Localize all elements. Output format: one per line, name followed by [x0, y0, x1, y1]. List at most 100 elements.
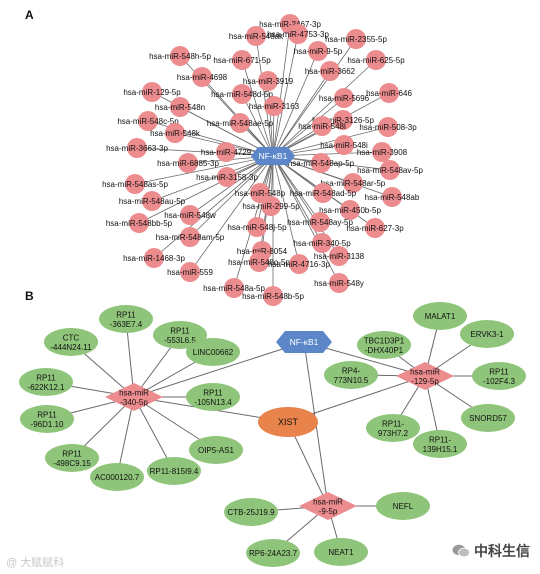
lncrna-ellipse-shape	[376, 492, 430, 520]
mirna-node[interactable]: hsa-miR-1468-3p	[123, 248, 185, 268]
mirna-node[interactable]: hsa-miR-548ar-5p	[321, 173, 386, 193]
node-label: RP11	[170, 326, 190, 335]
node-ac0001[interactable]: AC000120.7	[90, 463, 144, 491]
node-label: -340-5p	[120, 398, 148, 407]
mirna-node[interactable]: hsa-miR-4698	[177, 67, 228, 87]
mirna-node[interactable]: hsa-miR-548as-5p	[102, 174, 168, 194]
mirna-node[interactable]: hsa-miR-548k	[150, 123, 201, 143]
mirna-node[interactable]: hsa-miR-3663-3p	[106, 138, 168, 158]
mirna-node[interactable]: hsa-miR-646	[366, 83, 412, 103]
lncrna-ellipse-shape	[460, 320, 514, 348]
node-rp105[interactable]: RP11-105N13.4	[186, 383, 240, 411]
mirna-node[interactable]: hsa-miR-548bb-5p	[106, 213, 173, 233]
hub-node-nfkb1[interactable]: NF-κB1	[251, 147, 295, 165]
node-ctb[interactable]: CTB-25J19.9	[224, 498, 278, 526]
mirna-node[interactable]: hsa-miR-548w	[164, 205, 216, 225]
mirna-node[interactable]: hsa-miR-548am-5p	[156, 227, 225, 247]
mirna-node[interactable]: hsa-miR-625-5p	[347, 50, 405, 70]
mirna-node[interactable]: hsa-miR-5696	[319, 88, 370, 108]
mirna-node[interactable]: hsa-miR-3126-5p	[312, 110, 374, 130]
mirna-node[interactable]: hsa-miR-548n	[155, 97, 205, 117]
mirna-node[interactable]: hsa-miR-548au-5p	[119, 191, 186, 211]
node-label: -129-5p	[411, 377, 439, 386]
node-oip5[interactable]: OIP5-AS1	[189, 436, 243, 464]
mirna-node[interactable]: hsa-miR-3919	[243, 71, 294, 91]
node-label: RP11-	[429, 435, 451, 444]
mirna-node[interactable]: hsa-miR-548c-5p	[117, 111, 179, 131]
mirna-node[interactable]: hsa-miR-129-5p	[123, 82, 181, 102]
node-nefl[interactable]: NEFL	[376, 492, 430, 520]
mirna-node[interactable]: hsa-miR-548ay-5p	[287, 212, 353, 232]
mirna-node[interactable]: hsa-miR-548h-5p	[149, 46, 211, 66]
node-neat1[interactable]: NEAT1	[314, 538, 368, 566]
mirna-node[interactable]: hsa-miR-548ak	[229, 26, 284, 46]
mirna-node[interactable]: hsa-miR-508-3p	[359, 117, 417, 137]
mirna-node[interactable]: hsa-miR-3163	[249, 96, 300, 116]
node-nfkb[interactable]: NF-κB1	[276, 331, 332, 353]
mirna-node[interactable]: hsa-miR-548y	[314, 273, 364, 293]
mirna-node[interactable]: hsa-miR-671-5p	[213, 50, 271, 70]
mirna-node[interactable]: hsa-miR-548i	[320, 135, 368, 155]
node-rp973[interactable]: RP11-973H7.2	[366, 414, 420, 442]
mirna-node[interactable]: hsa-miR-548ab	[365, 187, 420, 207]
mirna-node[interactable]: hsa-miR-548j-5p	[227, 217, 287, 237]
node-rp96[interactable]: RP11-96D1.10	[20, 405, 74, 433]
mirna-node[interactable]: hsa-miR-3908	[357, 142, 408, 162]
mirna-node[interactable]: hsa-miR-548l	[298, 116, 346, 136]
mirna-node[interactable]: hsa-miR-3662	[305, 61, 356, 81]
mirna-node[interactable]: hsa-miR-3158-3p	[196, 167, 258, 187]
mirna-node[interactable]: hsa-miR-548ap-5p	[288, 153, 355, 173]
mirna-node[interactable]: hsa-miR-6885-3p	[157, 153, 219, 173]
node-rp102[interactable]: RP11-102F4.3	[472, 362, 526, 390]
mirna-node[interactable]: hsa-miR-548ad-5p	[290, 183, 357, 203]
mirna-node-label: hsa-miR-548au-5p	[119, 197, 186, 206]
mirna-node[interactable]: hsa-miR-4729	[201, 142, 252, 162]
node-label: -363E7.4	[110, 320, 143, 329]
mirna-node-label: hsa-miR-3138	[314, 252, 365, 261]
mirna-node-circle	[366, 50, 386, 70]
node-ervk[interactable]: ERVK3-1	[460, 320, 514, 348]
mirna-node[interactable]: hsa-miR-559	[167, 262, 213, 282]
mirna-node[interactable]: hsa-miR-548d-5p	[211, 84, 273, 104]
node-malat1[interactable]: MALAT1	[413, 302, 467, 330]
node-label: AC000120.7	[95, 473, 140, 482]
node-m129[interactable]: hsa-miR-129-5p	[396, 362, 454, 390]
mirna-node-circle	[180, 262, 200, 282]
mirna-node[interactable]: hsa-miR-548b-5p	[242, 286, 304, 306]
node-rp4[interactable]: RP4-773N10.5	[324, 361, 378, 389]
node-m340[interactable]: hsa-miR-340-5p	[105, 383, 163, 411]
mirna-node[interactable]: hsa-miR-450b-5p	[319, 200, 381, 220]
network-a-edge	[241, 93, 274, 157]
mirna-node[interactable]: hsa-miR-3138	[314, 246, 365, 266]
mirna-node[interactable]: hsa-miR-340-5p	[293, 233, 351, 253]
node-snord[interactable]: SNORD57	[461, 404, 515, 432]
mirna-node-label: hsa-miR-548ad-5p	[290, 189, 357, 198]
mirna-node-circle	[127, 138, 147, 158]
node-linc662[interactable]: LINC00662	[186, 338, 240, 366]
mirna-node[interactable]: hsa-miR-4716-3p	[268, 254, 330, 274]
node-rp498[interactable]: RP11-498C9.15	[45, 444, 99, 472]
node-rp553[interactable]: RP11-553L6.5	[153, 321, 207, 349]
mirna-node[interactable]: hsa-miR-9-5p	[294, 41, 343, 61]
node-tbc1[interactable]: TBC1D3P1-DHX40P1	[357, 331, 411, 359]
node-rp815[interactable]: RP11-815I9.4	[147, 457, 201, 485]
node-rp622[interactable]: RP11-622K12.1	[19, 368, 73, 396]
node-rp363[interactable]: RP11-363E7.4	[99, 305, 153, 333]
mirna-node-circle	[329, 246, 349, 266]
node-label: hsa-miR	[119, 388, 149, 397]
node-rp139[interactable]: RP11-139H15.1	[413, 430, 467, 458]
node-label: -622K12.1	[28, 383, 65, 392]
mirna-node[interactable]: hsa-miR-548a-5p	[203, 278, 265, 298]
mirna-node[interactable]: hsa-miR-2355-5p	[325, 29, 387, 49]
mirna-node[interactable]: hsa-miR-299-5p	[242, 196, 300, 216]
mirna-node[interactable]: hsa-miR-548av-5p	[357, 160, 423, 180]
node-xist[interactable]: XIST	[258, 407, 318, 437]
mirna-node[interactable]: hsa-miR-627-3p	[346, 218, 404, 238]
node-m9[interactable]: hsa-miR-9-5p	[299, 492, 357, 520]
mirna-node[interactable]: hsa-miR-4753-3p	[267, 24, 329, 44]
node-rp6[interactable]: RP6-24A23.7	[246, 539, 300, 567]
mirna-node[interactable]: hsa-miR-548ae-5p	[207, 113, 274, 133]
mirna-node[interactable]: hsa-miR-548o-5p	[228, 252, 290, 272]
mirna-node-circle	[232, 50, 252, 70]
node-ctc[interactable]: CTC-444N24.11	[44, 328, 98, 356]
